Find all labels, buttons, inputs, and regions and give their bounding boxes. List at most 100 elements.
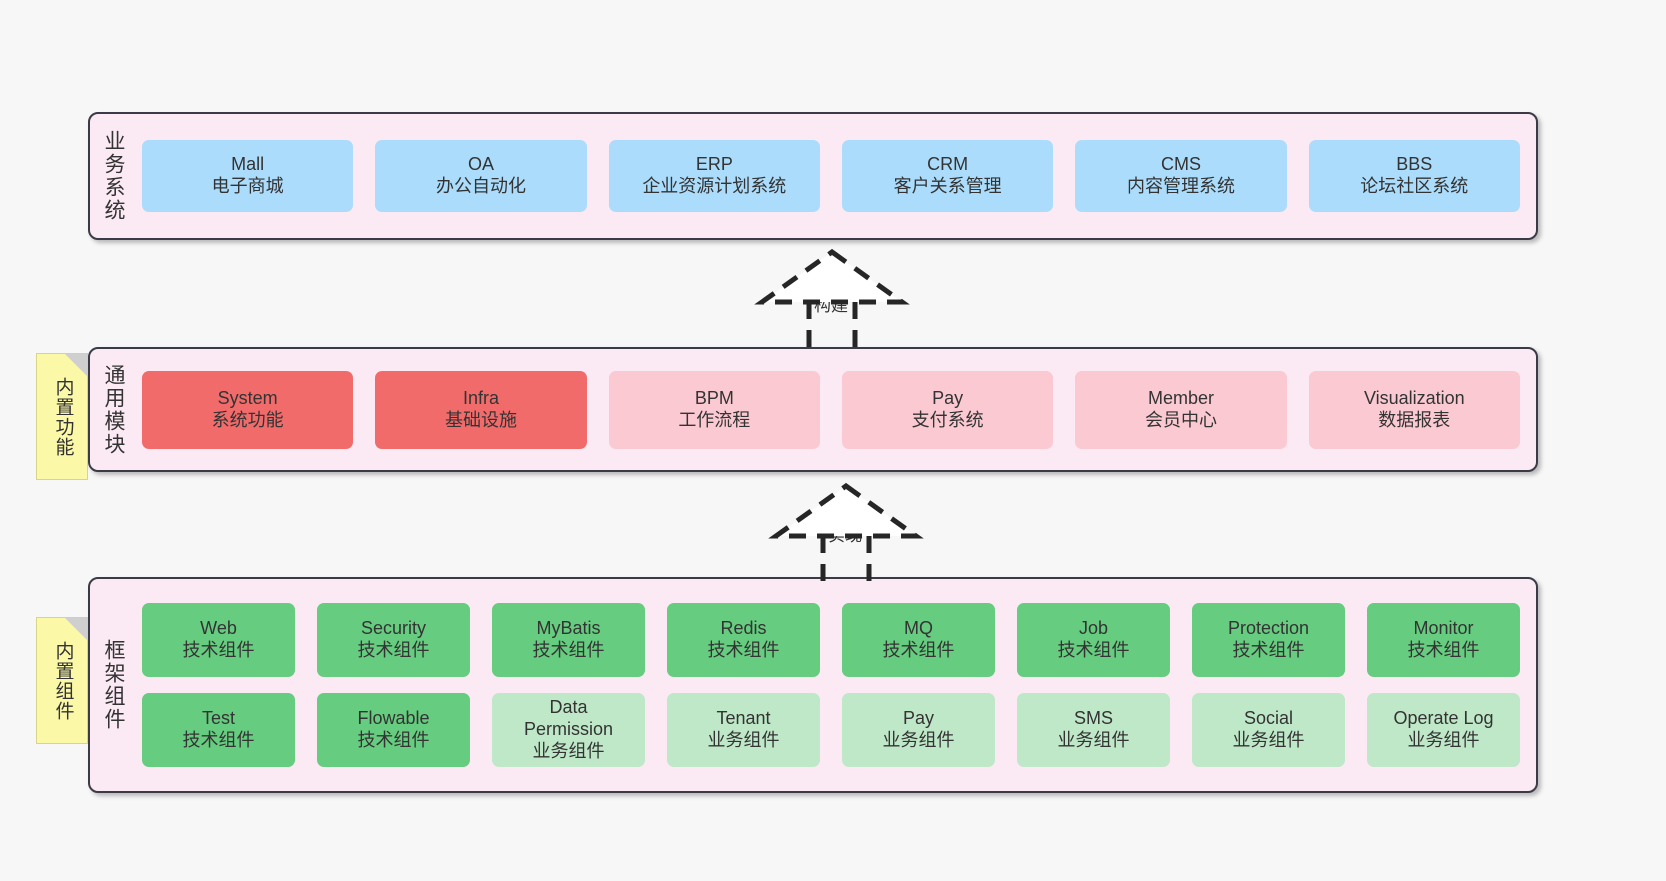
note-builtin-components-label: 内置组件 (52, 640, 74, 721)
layer-modules-title: 通用模块 (102, 363, 126, 456)
node-operate-log-en: Operate Log (1393, 708, 1494, 729)
node-monitor-en: Monitor (1413, 618, 1474, 639)
note-fold-icon (65, 354, 87, 376)
node-web-en: Web (200, 618, 237, 639)
layer-business-body: Mall 电子商城 OA 办公自动化 ERP 企业资源计划系统 CRM 客户关系… (136, 114, 1536, 238)
layer-framework-title: 框架组件 (102, 639, 126, 731)
node-cms-en: CMS (1160, 154, 1201, 175)
node-mall[interactable]: Mall 电子商城 (142, 140, 354, 212)
node-mq[interactable]: MQ 技术组件 (842, 603, 995, 677)
node-social-cn: 业务组件 (1232, 730, 1305, 750)
node-security-cn: 技术组件 (357, 640, 430, 660)
node-protection-en: Protection (1227, 618, 1310, 639)
node-bbs[interactable]: BBS 论坛社区系统 (1308, 140, 1520, 212)
connector-implement-arrow (768, 482, 924, 582)
node-system-en: System (217, 387, 278, 408)
node-cms[interactable]: CMS 内容管理系统 (1075, 140, 1287, 212)
node-member[interactable]: Member 会员中心 (1075, 370, 1287, 449)
node-member-cn: 会员中心 (1144, 409, 1217, 430)
node-flowable-cn: 技术组件 (357, 730, 430, 750)
node-infra-en: Infra (462, 387, 499, 408)
node-crm-cn: 客户关系管理 (893, 176, 1002, 196)
node-sms-cn: 业务组件 (1057, 730, 1130, 750)
node-pay-component-en: Pay (902, 708, 935, 729)
node-system[interactable]: System 系统功能 (142, 370, 354, 449)
node-sms[interactable]: SMS 业务组件 (1017, 693, 1170, 767)
node-cms-cn: 内容管理系统 (1126, 176, 1235, 196)
node-pay-module[interactable]: Pay 支付系统 (841, 370, 1054, 449)
node-tenant-cn: 业务组件 (707, 730, 780, 750)
node-security[interactable]: Security 技术组件 (317, 603, 470, 677)
connector-build-arrow (754, 248, 910, 348)
node-test-en: Test (201, 708, 235, 729)
layer-business-title: 业务系统 (102, 130, 126, 222)
node-social-en: Social (1243, 708, 1294, 729)
layer-business-systems[interactable]: 业务系统 Mall 电子商城 OA 办公自动化 ERP 企业资源计划系统 CRM… (88, 112, 1538, 240)
node-crm[interactable]: CRM 客户关系管理 (841, 140, 1054, 212)
node-visualization[interactable]: Visualization 数据报表 (1308, 370, 1520, 449)
note-builtin-components[interactable]: 内置组件 (36, 617, 88, 744)
node-erp[interactable]: ERP 企业资源计划系统 (608, 140, 820, 212)
node-pay-module-cn: 支付系统 (911, 409, 984, 430)
node-protection-cn: 技术组件 (1232, 640, 1305, 660)
node-mybatis[interactable]: MyBatis 技术组件 (492, 603, 645, 677)
node-pay-component[interactable]: Pay 业务组件 (842, 693, 995, 767)
node-operate-log[interactable]: Operate Log 业务组件 (1367, 693, 1520, 767)
node-system-cn: 系统功能 (211, 409, 284, 430)
node-flowable[interactable]: Flowable 技术组件 (317, 693, 470, 767)
node-redis-en: Redis (720, 618, 767, 639)
node-mybatis-cn: 技术组件 (532, 640, 605, 660)
note-builtin-functions[interactable]: 内置功能 (36, 353, 88, 480)
framework-row-1: Web 技术组件 Security 技术组件 MyBatis 技术组件 Redi… (142, 603, 1520, 677)
layer-modules-body: System 系统功能 Infra 基础设施 BPM 工作流程 Pay 支付系统… (136, 349, 1536, 470)
node-mq-en: MQ (904, 618, 933, 639)
node-bpm[interactable]: BPM 工作流程 (608, 370, 820, 449)
modules-row: System 系统功能 Infra 基础设施 BPM 工作流程 Pay 支付系统… (142, 370, 1520, 449)
framework-row-2: Test 技术组件 Flowable 技术组件 Data Permission … (142, 693, 1520, 767)
node-data-permission-cn: 业务组件 (532, 740, 605, 761)
node-pay-module-en: Pay (932, 387, 964, 408)
node-bpm-en: BPM (694, 387, 734, 408)
node-redis-cn: 技术组件 (707, 640, 780, 660)
node-pay-component-cn: 业务组件 (882, 730, 955, 750)
node-mq-cn: 技术组件 (882, 640, 955, 660)
node-tenant[interactable]: Tenant 业务组件 (667, 693, 820, 767)
node-erp-cn: 企业资源计划系统 (642, 176, 787, 196)
node-tenant-en: Tenant (716, 708, 771, 729)
node-social[interactable]: Social 业务组件 (1192, 693, 1345, 767)
node-web-cn: 技术组件 (182, 640, 255, 660)
arrow-head-triangle (768, 482, 924, 539)
node-test[interactable]: Test 技术组件 (142, 693, 295, 767)
note-builtin-functions-label: 内置功能 (52, 376, 74, 457)
arrow-head-triangle (754, 248, 910, 305)
node-infra[interactable]: Infra 基础设施 (375, 370, 587, 449)
node-bbs-en: BBS (1396, 154, 1433, 175)
node-protection[interactable]: Protection 技术组件 (1192, 603, 1345, 677)
node-test-cn: 技术组件 (182, 730, 255, 750)
node-operate-log-cn: 业务组件 (1407, 730, 1480, 750)
node-redis[interactable]: Redis 技术组件 (667, 603, 820, 677)
node-erp-en: ERP (695, 154, 733, 175)
node-visualization-cn: 数据报表 (1378, 409, 1451, 430)
node-web[interactable]: Web 技术组件 (142, 603, 295, 677)
node-member-en: Member (1147, 387, 1214, 408)
node-monitor[interactable]: Monitor 技术组件 (1367, 603, 1520, 677)
node-flowable-en: Flowable (357, 708, 430, 729)
node-data-permission-en: Data Permission (523, 697, 614, 740)
node-visualization-en: Visualization (1363, 387, 1465, 408)
node-oa-en: OA (467, 154, 494, 175)
layer-framework-components[interactable]: 框架组件 Web 技术组件 Security 技术组件 MyBatis 技术组件… (88, 577, 1538, 793)
node-oa[interactable]: OA 办公自动化 (375, 140, 587, 212)
node-mybatis-en: MyBatis (536, 618, 601, 639)
node-infra-cn: 基础设施 (444, 409, 517, 430)
node-oa-cn: 办公自动化 (435, 176, 526, 196)
node-bbs-cn: 论坛社区系统 (1360, 176, 1469, 196)
node-crm-en: CRM (927, 154, 969, 175)
node-job-cn: 技术组件 (1057, 640, 1130, 660)
node-job[interactable]: Job 技术组件 (1017, 603, 1170, 677)
node-job-en: Job (1078, 618, 1109, 639)
node-data-permission[interactable]: Data Permission 业务组件 (492, 693, 645, 767)
layer-common-modules[interactable]: 通用模块 System 系统功能 Infra 基础设施 BPM 工作流程 Pay… (88, 347, 1538, 472)
node-monitor-cn: 技术组件 (1407, 640, 1480, 660)
